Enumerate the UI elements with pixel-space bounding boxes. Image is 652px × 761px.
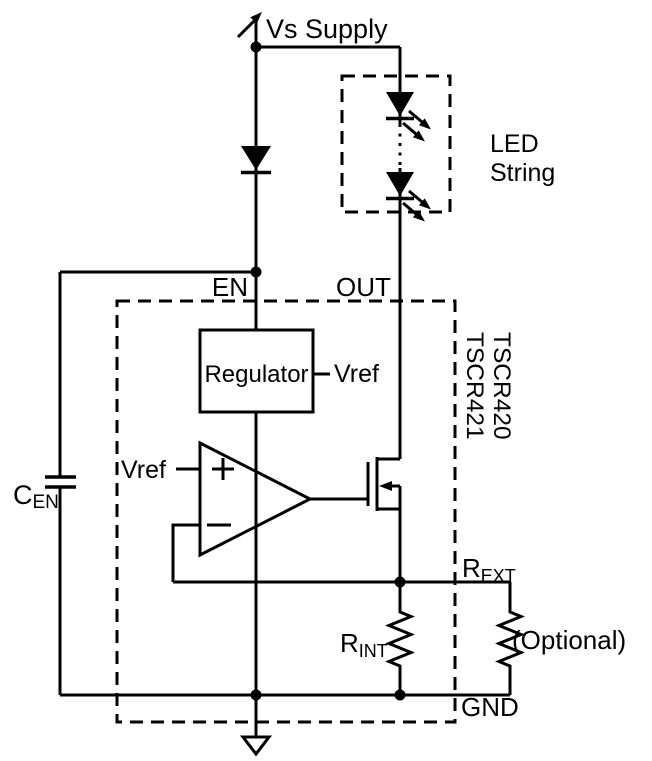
junction-dot: [394, 576, 406, 588]
wire-feedback: [171, 523, 200, 582]
junction-dot: [250, 41, 262, 53]
dashed-boxes: [115, 74, 457, 724]
cen-label-main: C: [13, 480, 33, 510]
emission-arrowhead-icon: [412, 130, 425, 142]
junction-dot: [250, 689, 262, 701]
vref-regulator-label: Vref: [334, 360, 379, 388]
rext-label-sub: EXT: [481, 566, 516, 586]
diode-icon: [241, 146, 271, 175]
labels: Vs Supply EN OUT LED String Regulator Vr…: [13, 14, 626, 722]
ground-icon: [239, 735, 273, 757]
regulator-label: Regulator: [204, 361, 308, 388]
led-icon: [386, 172, 431, 222]
optional-resistor-icon: [495, 582, 525, 695]
opamp-plus-icon: [212, 458, 234, 480]
supply-label: Vs Supply: [266, 14, 388, 44]
rext-label-main: R: [462, 553, 481, 583]
junction-dot: [394, 689, 406, 701]
emission-arrowhead-icon: [412, 210, 425, 222]
cen-label-sub: EN: [33, 492, 59, 513]
rext-label: REXT: [462, 553, 516, 586]
en-pin-label: EN: [212, 272, 248, 302]
mosfet-body-arrow-icon: [379, 481, 392, 491]
vref-opamp-label: Vref: [121, 456, 166, 484]
cen-label: CEN: [13, 480, 59, 513]
capacitor-icon: [45, 475, 76, 489]
rint-label: RINT: [340, 628, 388, 661]
wires: [58, 18, 510, 737]
mosfet-icon: [366, 457, 402, 582]
junction-dots: [250, 41, 406, 701]
led-string-box: [340, 74, 452, 214]
ic-boundary-box: [115, 299, 457, 724]
led-icon: [386, 92, 431, 142]
emission-arrowhead-icon: [418, 198, 431, 210]
rint-label-main: R: [340, 628, 359, 658]
opamp-icon: [198, 440, 314, 558]
junction-dot: [250, 266, 262, 278]
led-string-label-line2: String: [490, 159, 555, 187]
part-number-tscr421: TSCR421: [461, 332, 488, 440]
optional-label: (Optional): [512, 625, 626, 655]
regulator-block: [198, 328, 315, 414]
supply-arrow-icon: [236, 12, 262, 39]
components: [45, 12, 525, 757]
out-pin-label: OUT: [336, 272, 391, 302]
part-number-tscr420: TSCR420: [488, 332, 515, 440]
rint-label-sub: INT: [359, 641, 388, 661]
rint-resistor-icon: [385, 582, 415, 695]
led-string-label-line1: LED: [490, 130, 539, 158]
gnd-label: GND: [461, 692, 519, 722]
emission-arrowhead-icon: [418, 118, 431, 130]
